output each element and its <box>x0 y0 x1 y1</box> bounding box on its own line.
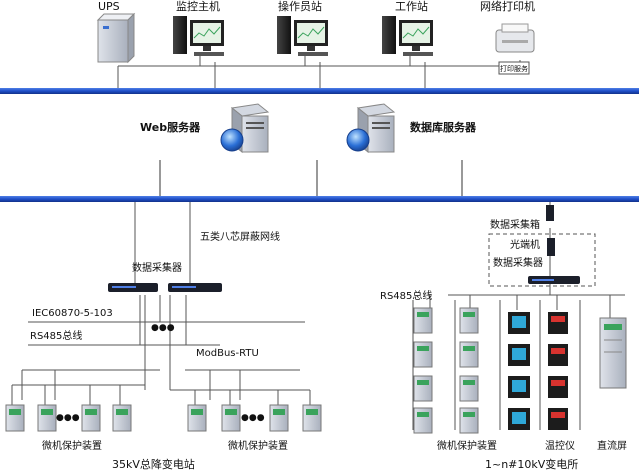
temp-controller-label: 温控仪 <box>545 441 575 452</box>
network-printer-label: 网络打印机 <box>480 0 535 13</box>
ups-icon <box>96 12 136 64</box>
database-server-icon <box>346 103 396 154</box>
server-drops <box>159 160 463 196</box>
collector-box-icon <box>546 205 554 221</box>
right-substation-title: 1~n#10kV变电所 <box>485 458 579 471</box>
monitor-host-computer-icon <box>173 16 224 56</box>
printer-tag-label: 打印服务 <box>500 65 528 73</box>
left-ellipsis-b: ●●● <box>241 413 265 423</box>
left-collector-label: 数据采集器 <box>132 263 182 274</box>
left-data-collector-2-icon <box>168 283 222 292</box>
temp-controllers-column <box>548 312 568 430</box>
network-printer-icon <box>495 23 535 75</box>
operator-station-label: 操作员站 <box>278 0 322 13</box>
lower-network-bus <box>0 196 639 202</box>
left-protection-screens <box>9 409 318 415</box>
modbus-label: ModBus-RTU <box>196 348 259 359</box>
right-data-collector-icon <box>528 276 580 284</box>
right-collector-label: 数据采集器 <box>493 258 543 269</box>
left-protection-devices <box>5 404 322 432</box>
optical-label: 光端机 <box>510 240 540 251</box>
collector-box-outline <box>488 233 596 287</box>
ellipsis-label: ●●● <box>151 323 175 333</box>
meters-column <box>508 312 530 430</box>
database-server-label: 数据库服务器 <box>410 121 476 134</box>
optical-transceiver-icon <box>547 238 555 256</box>
dc-panel-label: 直流屏 <box>597 441 627 452</box>
left-substation-title: 35kV总降变电站 <box>112 458 195 471</box>
rs485-left-label: RS485总线 <box>30 331 83 342</box>
rs485-right-label: RS485总线 <box>380 291 433 302</box>
left-data-collector-1-icon <box>108 283 158 292</box>
monitor-host-label: 监控主机 <box>176 0 220 13</box>
workstation-label: 工作站 <box>395 0 428 13</box>
right-protection-screens <box>417 312 475 417</box>
operator-station-computer-icon <box>277 16 328 56</box>
iec-label: IEC60870-5-103 <box>32 308 113 319</box>
dc-panel-icon <box>599 317 627 389</box>
top-network-bus <box>0 88 639 94</box>
ups-label: UPS <box>98 0 120 13</box>
web-server-label: Web服务器 <box>140 121 201 134</box>
right-network-wiring <box>412 202 625 430</box>
workstation-computer-icon <box>382 16 433 56</box>
collector-box-label: 数据采集箱 <box>490 220 540 231</box>
cable-label: 五类八芯屏蔽网线 <box>200 232 280 243</box>
left-network-wiring <box>11 202 311 405</box>
right-protection-label: 微机保护装置 <box>437 441 497 452</box>
web-server-icon <box>220 103 270 154</box>
protection-a-label: 微机保护装置 <box>42 441 102 452</box>
left-ellipsis-a: ●●● <box>56 413 80 423</box>
top-device-wiring <box>117 56 521 88</box>
protection-b-label: 微机保护装置 <box>228 441 288 452</box>
